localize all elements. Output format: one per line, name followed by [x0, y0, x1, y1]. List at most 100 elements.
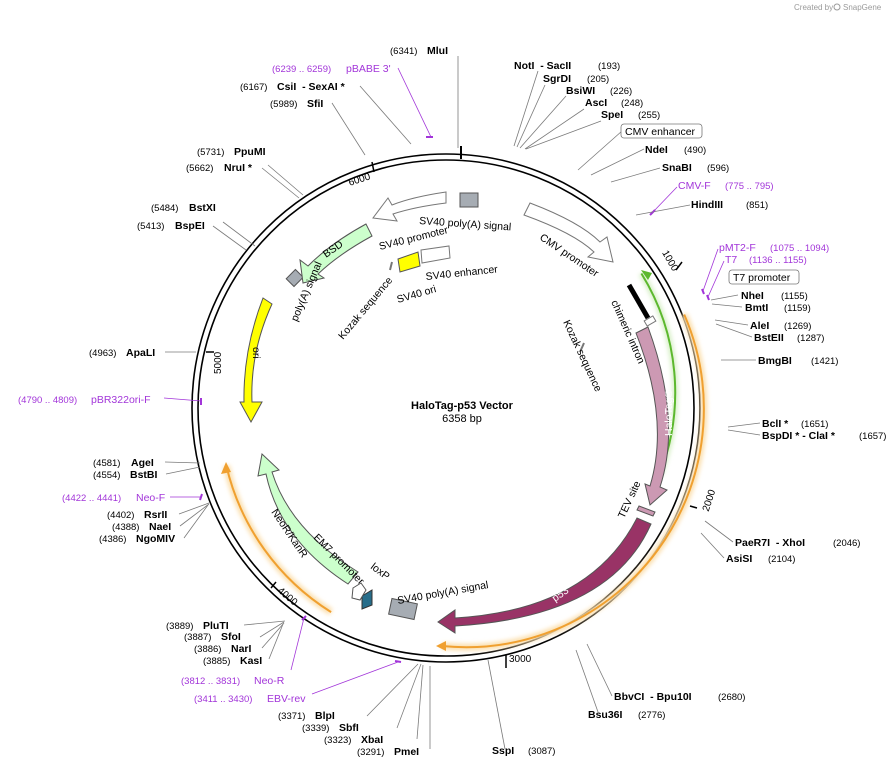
feature-sv40-ori-box[interactable] [420, 245, 451, 264]
feature-sv40-promoter-upper[interactable] [372, 191, 447, 222]
feature-loxp[interactable] [361, 589, 373, 610]
credit-brand: SnapGene [843, 3, 882, 12]
site-pos: (5413) [137, 221, 164, 232]
site-name: BbvCI - Bpu10I [614, 691, 692, 703]
site-name: NotI - SacII [514, 60, 571, 72]
primer-name: pBR322ori-F [91, 394, 151, 406]
site-pos: (1287) [797, 333, 824, 344]
site-pos: (193) [598, 61, 620, 72]
feature-polya-signal-box[interactable] [285, 268, 304, 288]
primer-leader-lines [163, 67, 725, 695]
site-name: MluI [427, 45, 448, 57]
ruler-label: 3000 [509, 654, 532, 665]
site-name: SnaBI [662, 162, 692, 174]
site-name: BspEI [175, 220, 205, 232]
site-name: NdeI [645, 144, 668, 156]
site-pos: (5484) [151, 203, 178, 214]
primer-name: T7 [725, 254, 737, 266]
site-pos: (3339) [302, 723, 329, 734]
plasmid-name: HaloTag-p53 Vector [411, 400, 514, 412]
feature-p53[interactable] [437, 517, 652, 634]
primer-pos: (4422 .. 4441) [62, 493, 121, 504]
boxed-label-t7-promoter: T7 promoter [733, 272, 791, 284]
primer-labels: (6239 .. 6259) pBABE 3' CMV-F (775 .. 79… [18, 63, 829, 705]
site-pos: (596) [707, 163, 729, 174]
primer-pos: (1075 .. 1094) [770, 243, 829, 254]
site-name: HindIII [691, 199, 723, 211]
feature-label-kozak-left: Kozak sequence [336, 275, 395, 342]
feature-halotag[interactable] [635, 326, 670, 506]
orf-arc-halotag-p53[interactable] [436, 313, 708, 652]
feature-sv40-polya-box-bottom[interactable] [388, 597, 418, 621]
primer-name: Neo-R [254, 675, 285, 687]
site-name: CsiI - SexAI * [277, 81, 346, 93]
snapgene-logo-icon [833, 3, 841, 11]
site-pos: (3371) [278, 711, 305, 722]
site-pos: (2104) [768, 554, 795, 565]
plasmid-length: 6358 bp [442, 413, 482, 425]
site-pos: (1421) [811, 356, 838, 367]
feature-neor-kanr[interactable] [257, 453, 359, 585]
site-pos: (205) [587, 74, 609, 85]
site-name: NheI [741, 290, 764, 302]
feature-sv40-enhancer-box[interactable] [397, 251, 421, 273]
primer-pos: (3411 .. 3430) [194, 694, 252, 705]
site-name: AleI [750, 320, 769, 332]
feature-kozak-mark-right [579, 342, 585, 353]
feature-label-loxp: loxP [368, 561, 392, 583]
feature-ori[interactable] [239, 297, 273, 424]
site-pos: (4581) [93, 458, 120, 469]
primer-pos: (4790 .. 4809) [18, 395, 77, 406]
site-name: PpuMI [234, 146, 266, 158]
site-pos: (1657) [859, 431, 886, 442]
site-name: PmeI [394, 746, 419, 758]
feature-label-sv40-ori: SV40 ori [396, 283, 438, 306]
site-pos: (6167) [240, 82, 267, 93]
feature-small-tag [643, 315, 657, 327]
site-pos: (2046) [833, 538, 860, 549]
site-pos: (226) [610, 86, 632, 97]
site-name: SspI [492, 745, 514, 757]
site-pos: (4402) [107, 510, 134, 521]
site-pos: (851) [746, 200, 768, 211]
site-pos: (3323) [324, 735, 351, 746]
boxed-labels: CMV enhancer T7 promoter [620, 123, 800, 285]
site-name: BmtI [745, 302, 768, 314]
site-name: PaeR7I - XhoI [735, 537, 805, 549]
feature-em7-promoter[interactable] [351, 582, 367, 601]
site-pos: (3886) [194, 644, 221, 655]
primer-pos: (3812 .. 3831) [181, 676, 240, 687]
primer-name: pMT2-F [719, 242, 756, 254]
orf-arc-neor[interactable] [221, 462, 333, 616]
site-name: NaeI [149, 521, 171, 533]
site-pos: (4554) [93, 470, 120, 481]
backbone-inner-strand [197, 159, 695, 657]
site-pos: (4388) [112, 522, 139, 533]
boxed-label-cmv-enhancer: CMV enhancer [625, 126, 696, 138]
ruler-label: 5000 [213, 351, 224, 374]
feature-cmv-promoter[interactable] [523, 202, 614, 263]
feature-label-tev-site: TEV site [616, 479, 644, 520]
site-name: XbaI [361, 734, 383, 746]
site-pos: (1651) [801, 419, 828, 430]
site-name: NarI [231, 643, 252, 655]
credit-text: Created by [794, 3, 833, 12]
primer-pos: (6239 .. 6259) [272, 64, 331, 75]
feature-sv40-polya-box-top[interactable] [459, 192, 479, 208]
feature-label-halotag: HaloTag® [663, 389, 675, 436]
primer-pos: (1136 .. 1155) [749, 255, 807, 266]
site-name: SfiI [307, 98, 323, 110]
feature-label-kozak-right: Kozak sequence [560, 318, 604, 394]
feature-tev-site[interactable] [636, 505, 656, 517]
site-labels: (6341) MluI NotI - SacII (193) SgrDI (20… [89, 45, 886, 758]
leader-lines [164, 56, 761, 750]
feature-bsd[interactable] [299, 223, 373, 284]
site-name: BlpI [315, 710, 335, 722]
site-pos: (490) [684, 145, 706, 156]
site-pos: (3887) [184, 632, 211, 643]
site-pos: (1159) [784, 303, 811, 314]
feature-label-sv40-enhancer: SV40 enhancer [425, 263, 499, 283]
site-pos: (3291) [357, 747, 384, 758]
site-name: BspDI * - ClaI * [762, 430, 836, 442]
